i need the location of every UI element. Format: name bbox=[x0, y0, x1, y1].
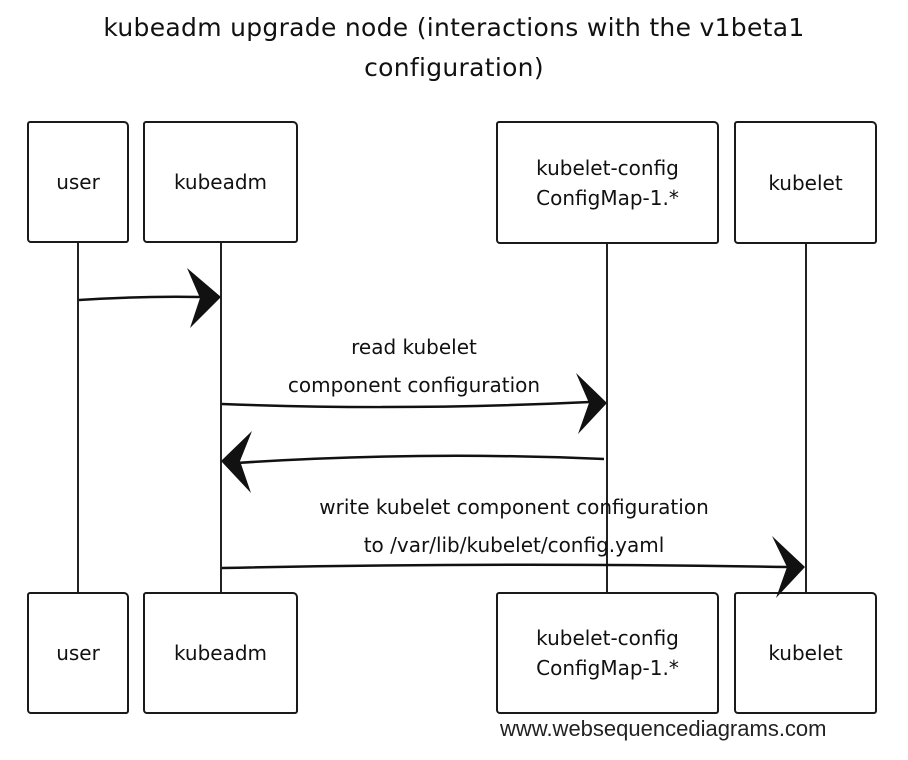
participant-kubelet-config-bottom: kubelet-config ConfigMap-1.* bbox=[496, 592, 719, 714]
participant-label: user bbox=[56, 641, 100, 665]
participant-kubelet-top: kubelet bbox=[734, 121, 877, 244]
participant-user-bottom: user bbox=[27, 592, 129, 714]
participant-label: user bbox=[56, 170, 100, 194]
lifeline-user bbox=[77, 242, 79, 594]
participant-kubeadm-top: kubeadm bbox=[143, 121, 298, 243]
lifeline-kubelet bbox=[805, 243, 807, 594]
message-label-line-1: write kubelet component configuration bbox=[319, 495, 709, 519]
participant-label: kubelet-config bbox=[536, 155, 679, 180]
lifeline-kubeadm bbox=[220, 242, 222, 594]
participant-label: kubelet bbox=[768, 170, 843, 195]
participant-kubelet-config-top: kubelet-config ConfigMap-1.* bbox=[496, 121, 719, 244]
title-line-2: configuration) bbox=[364, 53, 544, 82]
message-label-line-2: to /var/lib/kubelet/config.yaml bbox=[363, 533, 665, 557]
message-arrow-kubelet-config-to-kubeadm bbox=[221, 431, 605, 493]
participant-label: kubeadm bbox=[173, 170, 268, 194]
participant-label-2: ConfigMap-1.* bbox=[536, 185, 679, 210]
participant-label-2: ConfigMap-1.* bbox=[536, 656, 679, 680]
title-line-1: kubeadm upgrade node (interactions with … bbox=[103, 13, 805, 42]
message-label-write: write kubelet component configuration to… bbox=[222, 488, 806, 564]
message-label-read: read kubelet component configuration bbox=[222, 328, 606, 404]
participant-label: kubeadm bbox=[173, 641, 268, 665]
message-arrow-kubeadm-to-kubelet bbox=[221, 536, 805, 598]
message-arrow-user-to-kubeadm bbox=[78, 268, 221, 328]
message-label-line-2: component configuration bbox=[287, 373, 541, 397]
participant-kubeadm-bottom: kubeadm bbox=[143, 592, 298, 714]
participant-label: kubelet bbox=[768, 641, 843, 665]
message-arrow-kubeadm-to-kubelet-config bbox=[221, 373, 607, 434]
diagram-title: kubeadm upgrade node (interactions with … bbox=[0, 8, 908, 88]
participant-user-top: user bbox=[27, 121, 129, 243]
participant-label: kubelet-config bbox=[536, 626, 679, 650]
participant-kubelet-bottom: kubelet bbox=[734, 592, 877, 714]
watermark-link[interactable]: www.websequencediagrams.com bbox=[500, 716, 827, 741]
lifeline-kubelet-config bbox=[606, 243, 608, 594]
message-label-line-1: read kubelet bbox=[351, 335, 477, 359]
